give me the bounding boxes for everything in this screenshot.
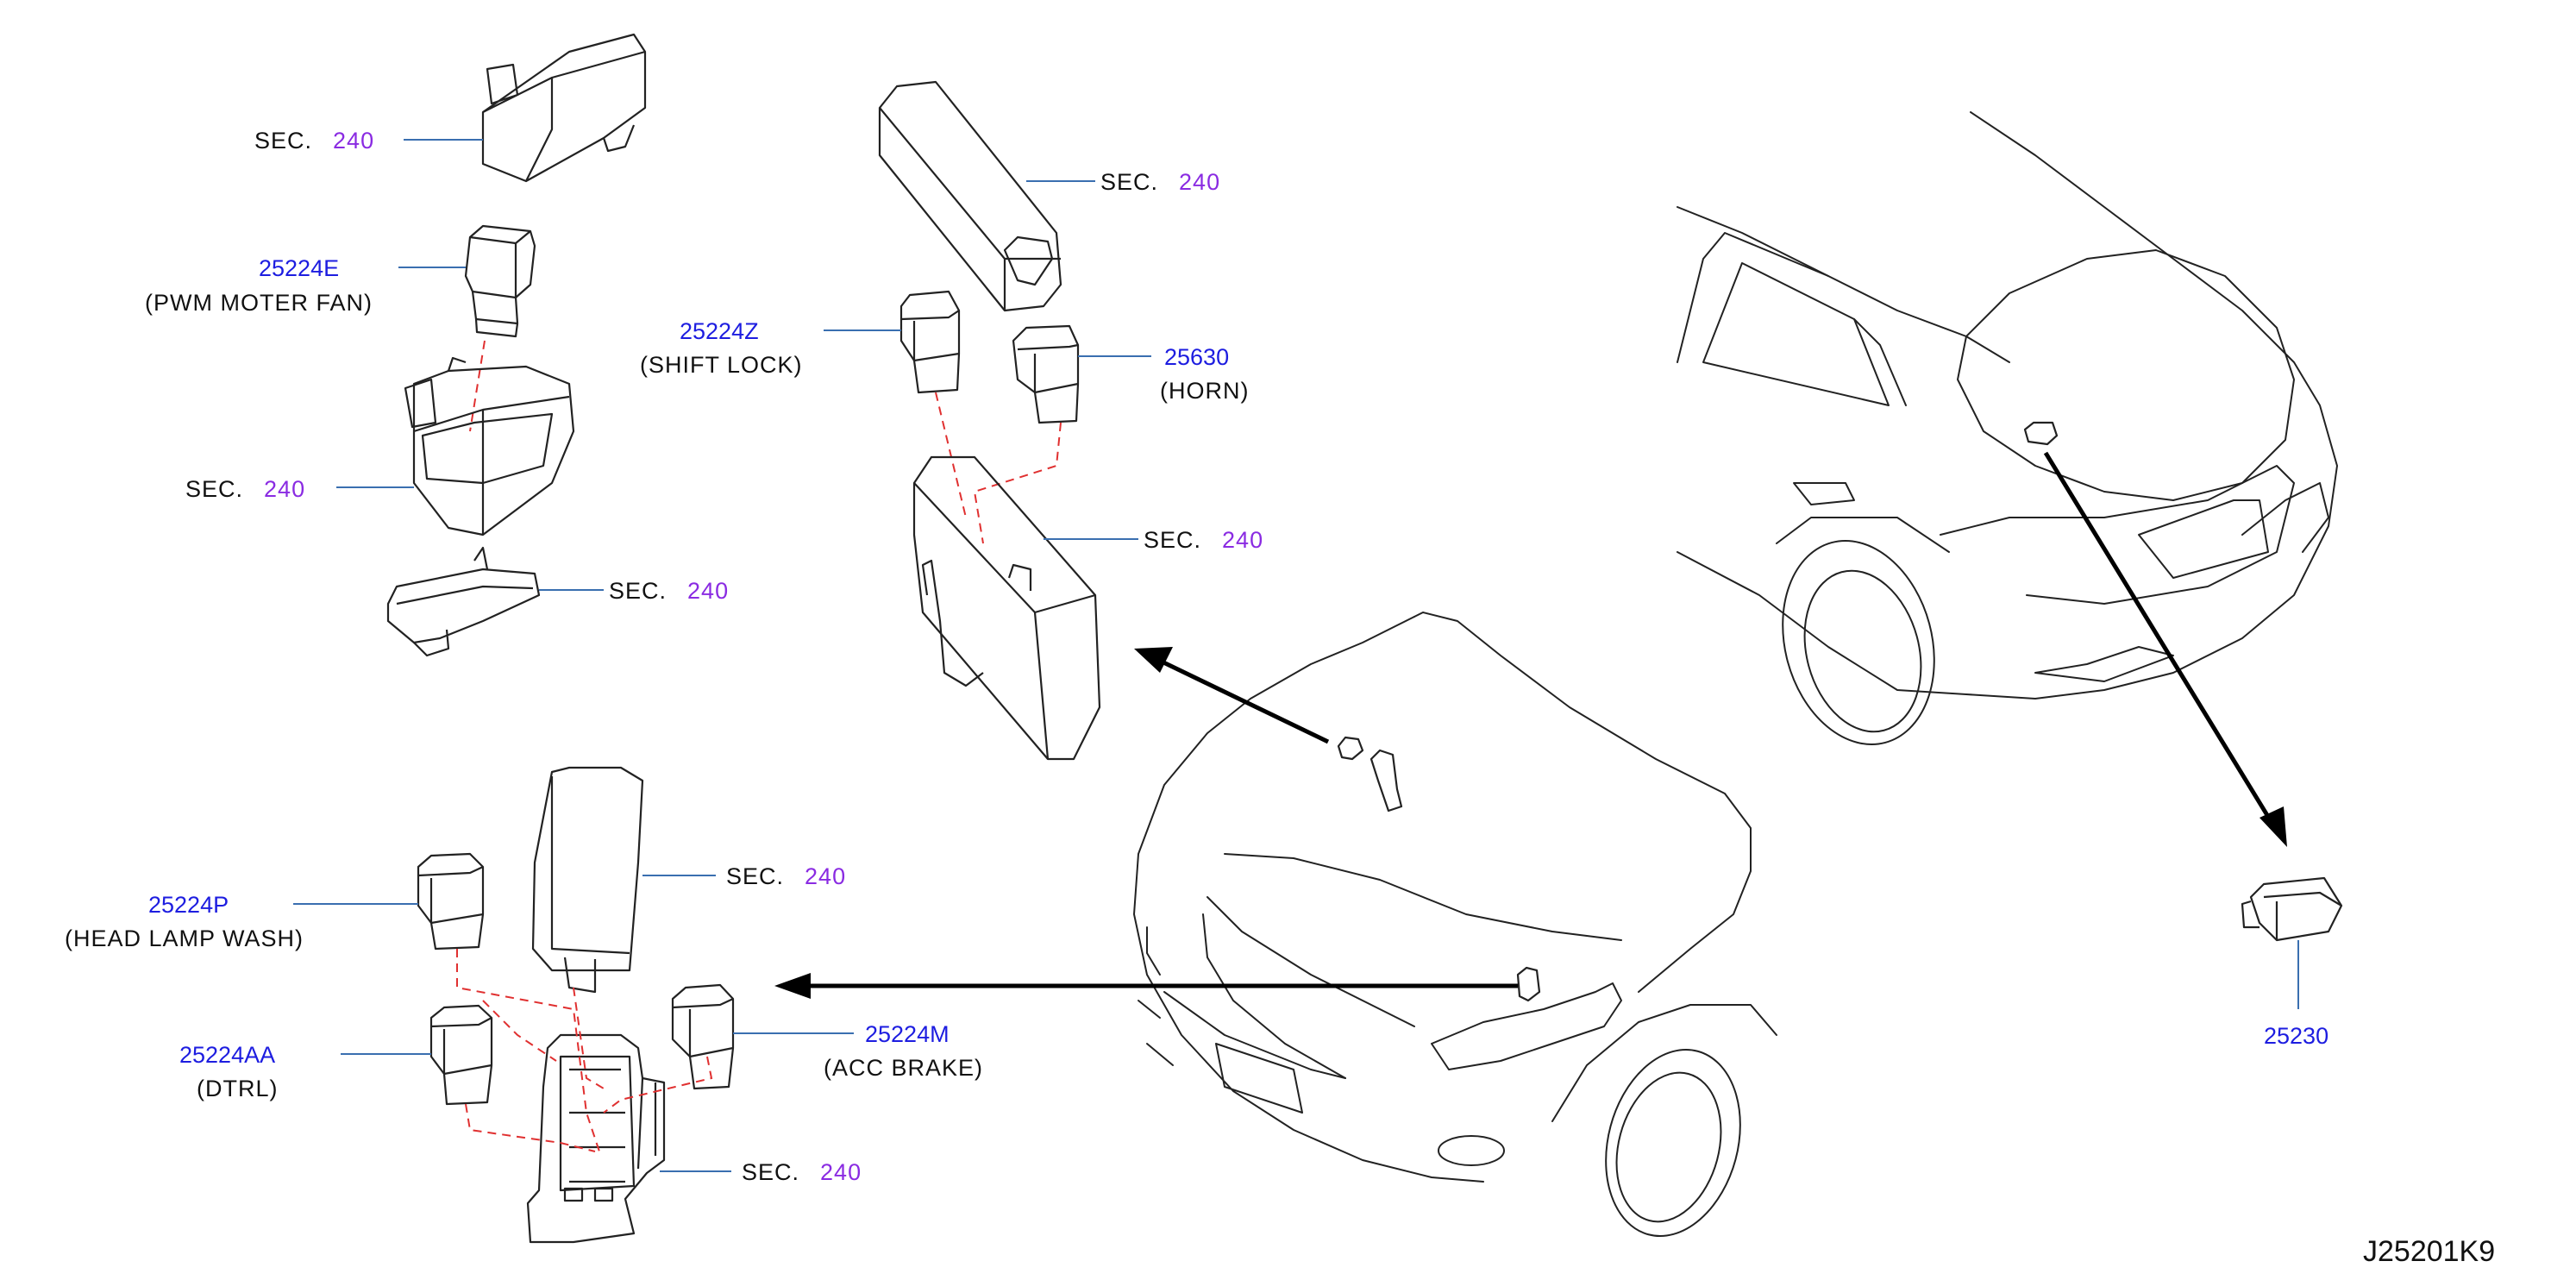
part-desc-25224Z: (SHIFT LOCK) bbox=[640, 352, 803, 378]
part-number-25224M: 25224M bbox=[865, 1021, 950, 1047]
relay-25630 bbox=[1012, 324, 1080, 424]
part-desc-25224AA: (DTRL) bbox=[197, 1076, 279, 1101]
part-desc-25224P: (HEAD LAMP WASH) bbox=[65, 925, 304, 951]
fuse-block-body bbox=[912, 455, 1101, 761]
part-desc-25224E: (PWM MOTER FAN) bbox=[145, 290, 373, 316]
part-number-25630: 25630 bbox=[1164, 344, 1229, 370]
arrow-to-relay-25230 bbox=[2043, 451, 2287, 847]
part-number-25224P: 25224P bbox=[148, 892, 229, 918]
sec-label-2: SEC.240 bbox=[185, 476, 305, 502]
fuse-block-cover bbox=[878, 80, 1062, 312]
part-number-25224Z: 25224Z bbox=[680, 318, 759, 344]
part-number-25224E: 25224E bbox=[259, 255, 339, 281]
part-desc-25224M: (ACC BRAKE) bbox=[824, 1055, 983, 1081]
part-number-25224AA: 25224AA bbox=[179, 1042, 275, 1068]
sec-label-3: SEC.240 bbox=[609, 578, 729, 604]
relay-25224M bbox=[671, 983, 735, 1090]
relay-box-base-bottom bbox=[526, 1033, 666, 1244]
connections-bottom bbox=[456, 949, 713, 1152]
sec-label-6: SEC.240 bbox=[726, 863, 846, 889]
arrow-to-bottom-relays bbox=[774, 973, 1518, 999]
connection-25224E bbox=[469, 340, 486, 432]
relay-25224Z bbox=[899, 290, 961, 394]
relay-25224AA bbox=[429, 1004, 493, 1106]
sec-label-4: SEC.240 bbox=[1100, 169, 1220, 195]
car-front-illustration bbox=[1133, 612, 1777, 1238]
sec-label-1: SEC.240 bbox=[254, 128, 374, 154]
relay-box-cover-top bbox=[481, 33, 647, 183]
diagram-code: J25201K9 bbox=[2363, 1235, 2495, 1268]
relay-25224E bbox=[464, 224, 536, 338]
arrow-to-fuse-block bbox=[1134, 647, 1330, 744]
car-rear-illustration bbox=[1677, 111, 2338, 745]
part-number-25230: 25230 bbox=[2264, 1023, 2328, 1049]
relay-box-left bbox=[404, 356, 575, 536]
sec-label-7: SEC.240 bbox=[742, 1159, 862, 1185]
sec-label-5: SEC.240 bbox=[1144, 527, 1263, 553]
connection-25224Z bbox=[935, 392, 967, 518]
relay-box-bracket bbox=[386, 546, 541, 657]
relay-box-cover-bottom bbox=[531, 766, 644, 994]
relay-25224P bbox=[417, 852, 485, 951]
relay-25230 bbox=[2241, 876, 2343, 942]
connection-25630 bbox=[973, 422, 1062, 544]
part-desc-25630: (HORN) bbox=[1160, 378, 1249, 404]
